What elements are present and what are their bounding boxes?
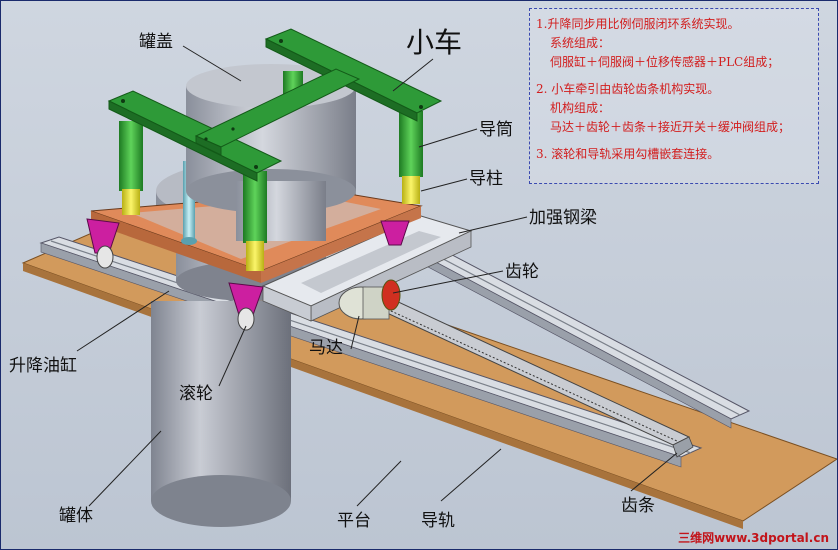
notes-box: 1.升降同步用比例伺服闭环系统实现。 系统组成： 伺服缸＋伺服阀＋位移传感器＋P… [529, 8, 819, 184]
note-1-body: 伺服缸＋伺服阀＋位移传感器＋PLC组成； [550, 55, 780, 69]
label-lift-cylinder: 升降油缸 [9, 356, 77, 376]
leader-lines [76, 45, 678, 507]
label-steel-beam: 加强钢梁 [529, 208, 597, 228]
tank-body-shape [151, 301, 291, 501]
label-guide-rail: 导轨 [421, 511, 455, 531]
note-1-title: 1.升降同步用比例伺服闭环系统实现。 [536, 17, 740, 31]
label-gear: 齿轮 [505, 262, 539, 282]
watermark: 三维网www.3dportal.cn [678, 531, 829, 545]
label-motor: 马达 [309, 338, 343, 358]
label-tank-lid: 罐盖 [139, 32, 173, 52]
note-3-title: 3. 滚轮和导轨采用勾槽嵌套连接。 [536, 147, 720, 161]
trolley-frame [107, 28, 443, 182]
note-2-title: 2. 小车牵引由齿轮齿条机构实现。 [536, 82, 720, 96]
note-2-subtitle: 机构组成： [550, 101, 611, 115]
label-roller: 滚轮 [179, 384, 213, 404]
label-guide-tube: 导筒 [479, 120, 513, 140]
label-tank-body: 罐体 [59, 506, 93, 526]
roller-brackets [86, 218, 410, 331]
label-rack: 齿条 [621, 496, 655, 516]
note-2-body: 马达＋齿轮＋齿条＋接近开关＋缓冲阀组成； [550, 120, 791, 134]
note-1-subtitle: 系统组成： [550, 36, 611, 50]
gear-disc [381, 279, 401, 311]
label-platform: 平台 [337, 511, 371, 531]
label-guide-column: 导柱 [469, 169, 503, 189]
label-trolley: 小车 [406, 26, 463, 59]
